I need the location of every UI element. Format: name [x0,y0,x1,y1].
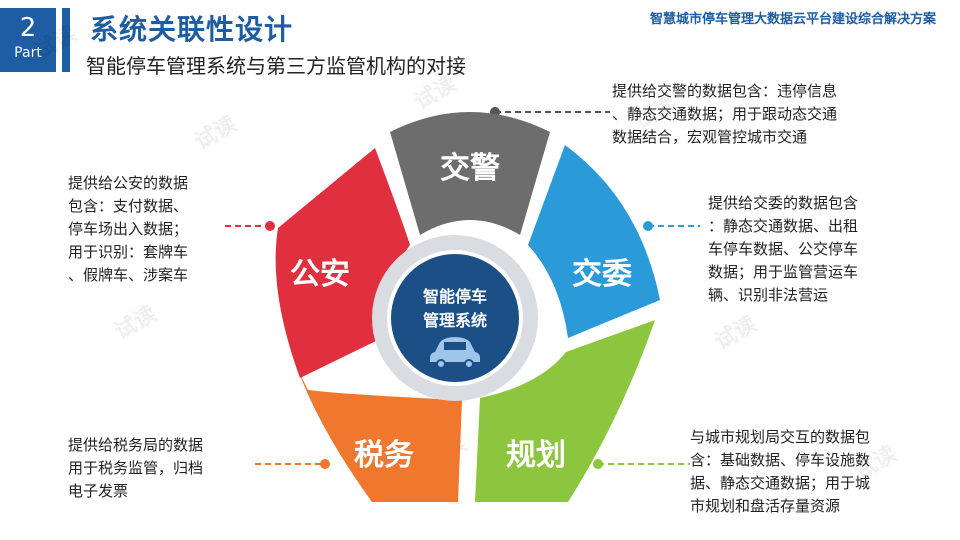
desc-line: 提供给公安的数据 [68,174,189,192]
segment-guihua [475,320,655,502]
desc-line: 数据；用于监管营运车 [708,263,859,281]
connector-dot-jiaowei [643,221,653,231]
segment-label-shuiwu: 税务 [354,438,414,473]
desc-line: 市规划和盘活存量资源 [690,497,841,515]
part-word: Part [14,45,42,61]
segment-jiaowei [528,145,660,338]
segment-jiaojing [390,112,550,235]
part-badge: 2 Part [0,8,56,72]
connector-dot-guihua [593,459,603,469]
desc-line: 停车场出入数据； [68,220,189,238]
desc-line: 用于税务监管，归档 [68,459,204,477]
part-number: 2 [19,13,37,43]
page-subtitle: 智能停车管理系统与第三方监管机构的对接 [86,54,466,78]
desc-line: 与城市规划局交互的数据包 [690,428,871,446]
desc-line: 用于识别：套牌车 [68,243,189,261]
title-accent-bar [62,8,70,72]
segment-label-gongan: 公安 [290,257,350,292]
desc-line: 提供给交委的数据包含 [708,194,859,212]
desc-line: 包含：支付数据、 [68,197,189,215]
desc-line: 数据结合，宏观管控城市交通 [612,128,808,146]
desc-line: 提供给税务局的数据 [68,436,204,454]
desc-line: 辆、识别非法营运 [708,286,829,304]
segment-label-guihua: 规划 [506,438,566,473]
desc-line: 据、静态交通数据；用于城 [690,474,871,492]
center-circle [387,250,523,386]
center-title-line1: 智能停车 [423,287,487,306]
watermark: 试读 [111,302,162,346]
desc-line: 、静态交通数据；用于跟动态交通 [612,105,838,123]
center-title-line2: 管理系统 [423,311,487,330]
desc-line: ：静态交通数据、出租 [708,217,859,235]
desc-guihua: 与城市规划局交互的数据包 含：基础数据、停车设施数 据、静态交通数据；用于城 市… [690,426,950,518]
desc-line: 含：基础数据、停车设施数 [690,451,871,469]
connector-dot-gongan [265,221,275,231]
desc-jiaowei: 提供给交委的数据包含 ：静态交通数据、出租 车停车数据、公交停车 数据；用于监管… [708,192,948,307]
watermark: 试读 [31,22,82,66]
connector-dot-shuiwu [320,459,330,469]
watermark: 试读 [411,72,462,116]
desc-line: 车停车数据、公交停车 [708,240,859,258]
watermark: 试读 [191,112,242,156]
car-icon [430,337,480,369]
desc-gongan: 提供给公安的数据 包含：支付数据、 停车场出入数据； 用于识别：套牌车 、假牌车… [68,172,238,287]
watermark: 试读 [711,312,762,356]
desc-shuiwu: 提供给税务局的数据 用于税务监管，归档 电子发票 [68,434,268,503]
desc-line: 电子发票 [68,482,129,500]
desc-line: 提供给交警的数据包含：违停信息 [612,82,838,100]
document-title: 智慧城市停车管理大数据云平台建设综合解决方案 [649,12,936,27]
desc-line: 、假牌车、涉案车 [68,266,189,284]
segment-label-jiaojing: 交警 [440,151,500,186]
desc-jiaojing: 提供给交警的数据包含：违停信息 、静态交通数据；用于跟动态交通 数据结合，宏观管… [612,80,932,149]
page-title: 系统关联性设计 [90,13,294,46]
segment-label-jiaowei: 交委 [572,257,632,292]
segment-shuiwu [298,370,462,502]
